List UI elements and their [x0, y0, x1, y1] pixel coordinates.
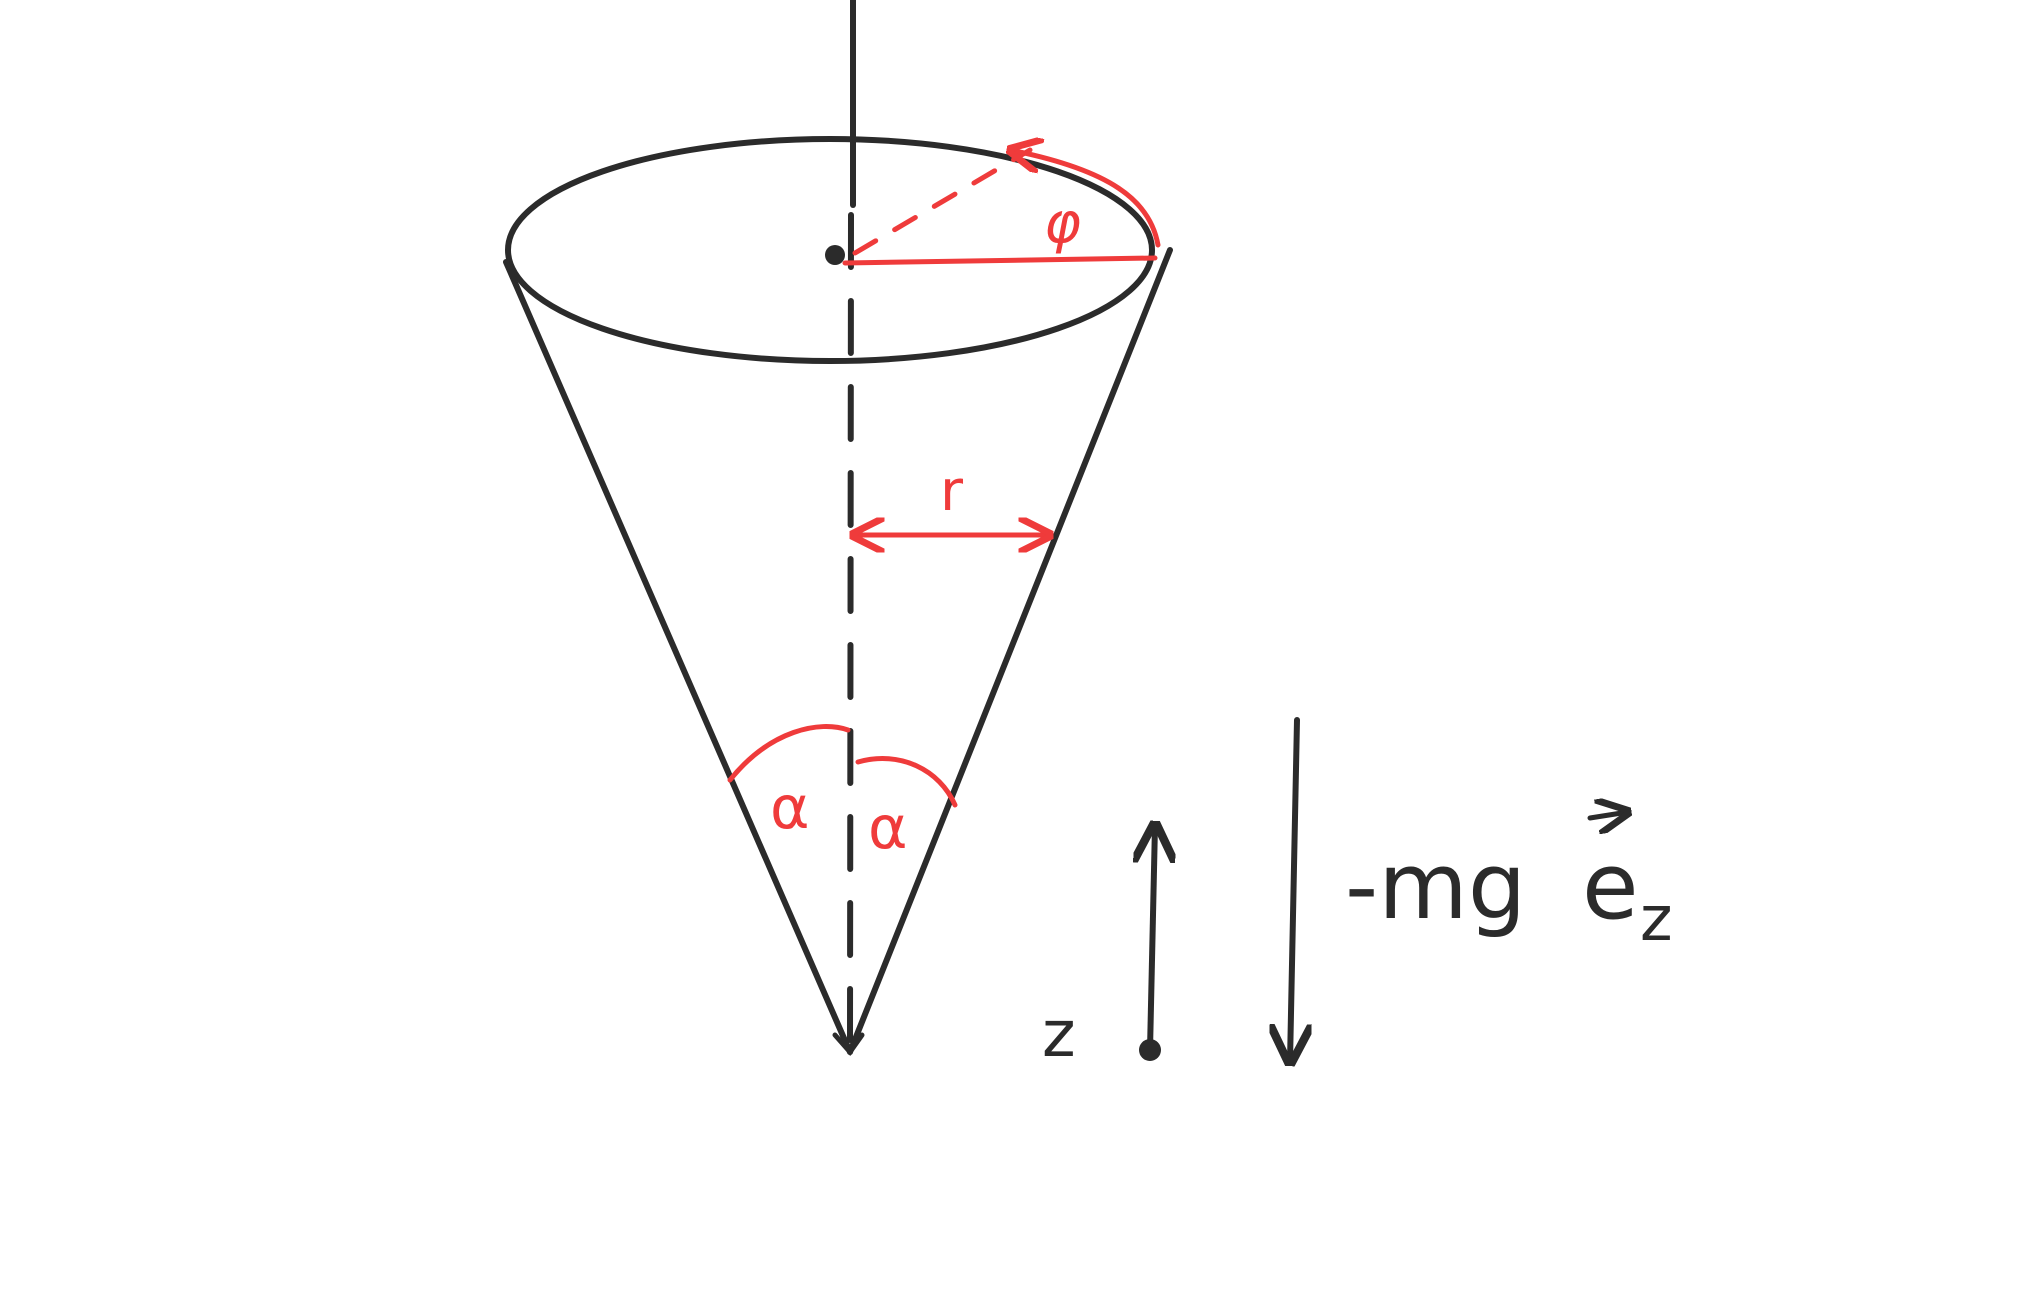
r-label: r	[940, 459, 964, 524]
cone-rim-ellipse	[505, 136, 1155, 364]
center-point	[825, 245, 845, 265]
z-label: z	[1042, 998, 1076, 1072]
alpha-arc-right	[855, 756, 958, 808]
phi-dashed-line	[852, 147, 1033, 256]
gravity-arrow	[1290, 717, 1297, 1062]
axis-dashed	[847, 212, 854, 1043]
cone-side-left	[503, 259, 853, 1055]
z-origin-dot	[1139, 1039, 1161, 1061]
gravity-label-main: -mg	[1345, 833, 1526, 940]
z-axis-arrow	[1150, 825, 1155, 1053]
gravity-label-subscript: z	[1640, 882, 1673, 955]
alpha-arc-left	[727, 724, 851, 783]
gravity-label: -mg e z	[1345, 812, 1673, 955]
phi-radius-line	[842, 255, 1158, 266]
phi-arc-arrow	[1010, 150, 1161, 248]
vector-arrow-bar	[1587, 812, 1628, 818]
gravity-label-vector-letter: e	[1582, 833, 1639, 940]
phi-label: φ	[1044, 191, 1081, 256]
alpha-left-label: α	[770, 773, 810, 843]
alpha-right-label: α	[868, 793, 908, 863]
apex-arrow-tip	[832, 1032, 865, 1057]
cone-side-right	[847, 247, 1173, 1055]
